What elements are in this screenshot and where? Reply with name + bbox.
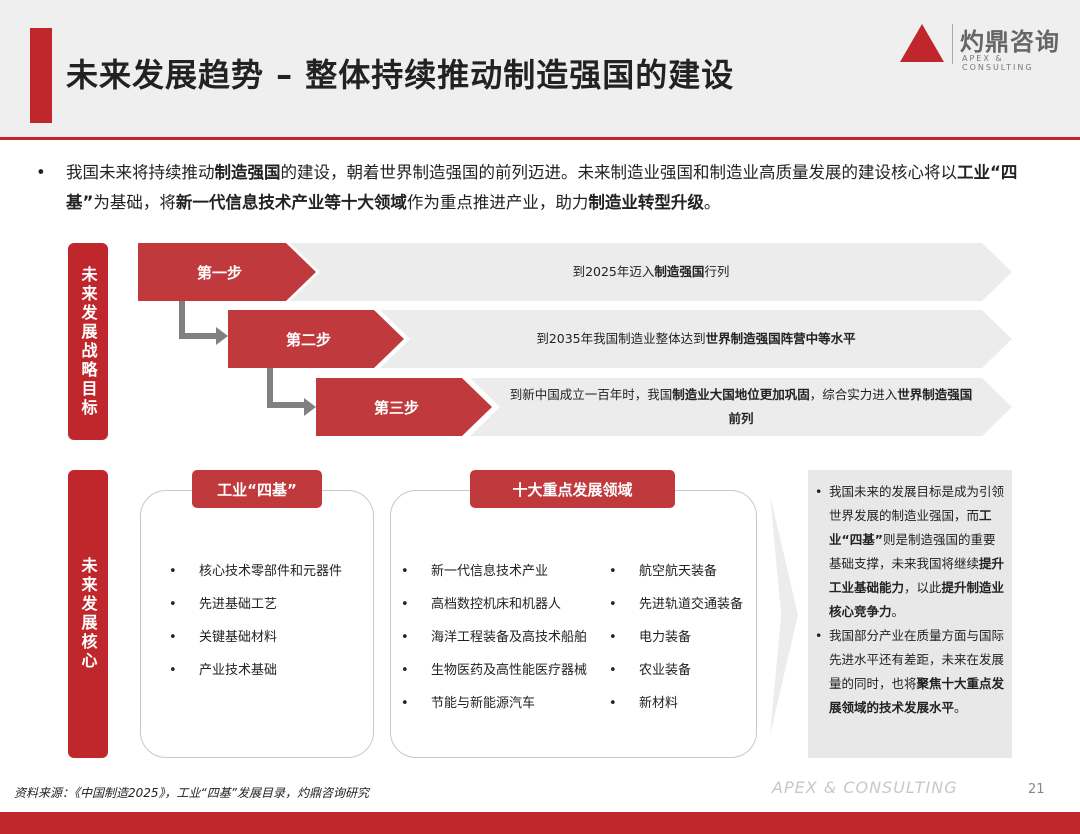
step-3: 第三步 <box>316 378 492 436</box>
list-item: 生物医药及高性能医疗器械 <box>401 654 587 687</box>
arrow-icon <box>216 327 228 345</box>
four-bases-box: 核心技术零部件和元器件 先进基础工艺 关键基础材料 产业技术基础 <box>140 490 374 758</box>
bullet: • <box>36 163 46 182</box>
list-item: 先进轨道交通装备 <box>609 588 743 621</box>
text: 的建设，朝着世界制造强国的前列迈进。未来制造业强国和制造业高质量发展的建设核心将… <box>280 163 958 182</box>
step-1-goal: 到2025年迈入制造强国行列 <box>290 243 1012 301</box>
list-item: 节能与新能源汽车 <box>401 687 587 720</box>
watermark: APEX & CONSULTING <box>772 778 958 797</box>
logo-triangle-icon <box>900 24 944 62</box>
list-item: 新一代信息技术产业 <box>401 555 587 588</box>
text: 。 <box>891 604 905 619</box>
list-item: 新材料 <box>609 687 743 720</box>
summary-point-2: •我国部分产业在质量方面与国际先进水平还有差距，未来在发展量的同时，也将聚焦十大… <box>815 628 1005 715</box>
text: 为基础，将 <box>93 193 176 212</box>
text: 到新中国成立一百年时，我国 <box>509 387 673 402</box>
text: 到2025年迈入 <box>572 264 655 279</box>
list-item: 先进基础工艺 <box>169 588 342 621</box>
step-2-goal: 到2035年我国制造业整体达到世界制造强国阵营中等水平 <box>380 310 1012 368</box>
text: 作为重点推进产业，助力 <box>406 193 589 212</box>
summary-box: •我国未来的发展目标是成为引领世界发展的制造业强国，而工业“四基”则是制造强国的… <box>808 470 1012 758</box>
logo-cn: 灼鼎咨询 <box>960 28 1060 56</box>
step-1: 第一步 <box>138 243 316 301</box>
text: 制造业大国地位更加巩固 <box>672 387 810 402</box>
text: 。 <box>954 700 967 715</box>
page-title: 未来发展趋势 – 整体持续推动制造强国的建设 <box>66 56 735 94</box>
text: 我国未来将持续推动 <box>66 163 215 182</box>
text: 我国未来的发展目标是成为引领世界发展的制造业强国，而 <box>829 484 1005 523</box>
text: 工业“四基” <box>829 508 992 547</box>
text: 新一代信息技术产业等十大领域 <box>175 193 407 212</box>
text: 工业“四基” <box>66 163 1018 212</box>
intro-paragraph: • 我国未来将持续推动制造强国的建设，朝着世界制造强国的前列迈进。未来制造业强国… <box>36 158 1056 218</box>
arrow-icon <box>304 398 316 416</box>
list-item: 核心技术零部件和元器件 <box>169 555 342 588</box>
text: 世界制造强国前列 <box>728 387 973 426</box>
step-2: 第二步 <box>228 310 404 368</box>
text: 世界制造强国阵营中等水平 <box>705 331 856 346</box>
text: 。 <box>703 193 721 212</box>
text: 则是制造强国的重要基础支撑，未来我国将继续 <box>829 532 996 571</box>
text: 到2035年我国制造业整体达到 <box>536 331 706 346</box>
text: 制造强国 <box>654 264 705 279</box>
header <box>0 0 1080 140</box>
text: 行列 <box>704 264 730 279</box>
logo: 灼鼎咨询 APEX & CONSULTING <box>900 22 1070 72</box>
logo-en: APEX & CONSULTING <box>962 54 1034 72</box>
connector-1 <box>179 301 219 339</box>
summary-point-1: •我国未来的发展目标是成为引领世界发展的制造业强国，而工业“四基”则是制造强国的… <box>815 484 1005 619</box>
list-item: 高档数控机床和机器人 <box>401 588 587 621</box>
step-3-goal: 到新中国成立一百年时，我国制造业大国地位更加巩固，综合实力进入世界制造强国前列 <box>470 378 1012 436</box>
goals-label: 未来发展战略目标 <box>68 243 108 440</box>
page-number: 21 <box>1028 782 1045 797</box>
list-item: 海洋工程装备及高技术船舶 <box>401 621 587 654</box>
text: ，综合实力进入 <box>809 387 898 402</box>
ten-fields-title: 十大重点发展领域 <box>470 470 675 508</box>
text: 提升工业基础能力 <box>829 556 1005 595</box>
four-bases-title: 工业“四基” <box>192 470 322 508</box>
text: 我国部分产业在质量方面与国际先进水平还有差距，未来在发展量的同时，也将 <box>829 628 1005 691</box>
goals-label-text: 未来发展战略目标 <box>78 265 98 418</box>
list-item: 农业装备 <box>609 654 743 687</box>
list-item: 关键基础材料 <box>169 621 342 654</box>
source-note: 资料来源：《中国制造2025》，工业“四基”发展目录，灼鼎咨询研究 <box>14 786 369 800</box>
ten-fields-box: 新一代信息技术产业 高档数控机床和机器人 海洋工程装备及高技术船舶 生物医药及高… <box>390 490 757 758</box>
list-item: 产业技术基础 <box>169 654 342 687</box>
core-label: 未来发展核心 <box>68 470 108 758</box>
footer-bar <box>0 812 1080 834</box>
text: 聚焦十大重点发展领域的技术发展水平 <box>829 676 1005 715</box>
title-accent-bar <box>30 28 52 123</box>
logo-divider <box>952 24 953 64</box>
chevron-right-icon <box>770 495 798 735</box>
list-item: 电力装备 <box>609 621 743 654</box>
connector-2 <box>267 368 307 408</box>
text: ，以此 <box>904 580 942 595</box>
text: 制造强国 <box>214 163 281 182</box>
text: 制造业转型升级 <box>588 193 704 212</box>
core-label-text: 未来发展核心 <box>78 557 98 671</box>
text: 提升制造业核心竞争力 <box>829 580 1005 619</box>
list-item: 航空航天装备 <box>609 555 743 588</box>
